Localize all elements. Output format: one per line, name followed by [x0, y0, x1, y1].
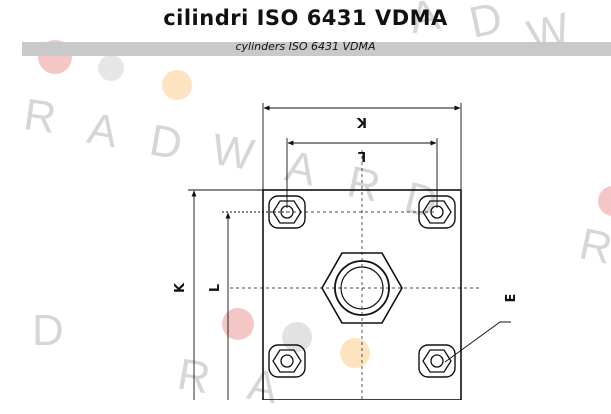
flange-body	[262, 189, 462, 400]
center-hex-nut	[321, 252, 403, 324]
watermark-letter: D	[32, 306, 64, 355]
page-title: cilindri ISO 6431 VDMA	[163, 6, 448, 30]
watermark-dot	[340, 338, 370, 368]
center-bore	[334, 260, 390, 316]
corner-bolt-top-right	[418, 195, 456, 229]
label-e: E	[504, 294, 519, 303]
corner-bolt-bottom-left	[268, 344, 306, 378]
label-k-left: K	[173, 282, 188, 293]
subtitle-bar	[22, 42, 611, 56]
label-l-left: L	[208, 284, 223, 292]
watermark-dot	[162, 70, 192, 100]
corner-bolt-bottom-right	[418, 344, 456, 378]
label-k-top: K	[356, 114, 367, 129]
corner-bolt-top-left	[268, 195, 306, 229]
watermark-dot	[598, 186, 611, 216]
watermark-dot	[222, 308, 254, 340]
leader-e	[444, 321, 511, 363]
technical-drawing: K L K L E	[173, 103, 519, 400]
watermark-dot	[282, 322, 312, 352]
page-subtitle: cylinders ISO 6431 VDMA	[235, 40, 376, 53]
center-bore-inner	[340, 266, 384, 310]
label-l-top: L	[358, 148, 366, 163]
watermark-dot	[98, 55, 124, 81]
